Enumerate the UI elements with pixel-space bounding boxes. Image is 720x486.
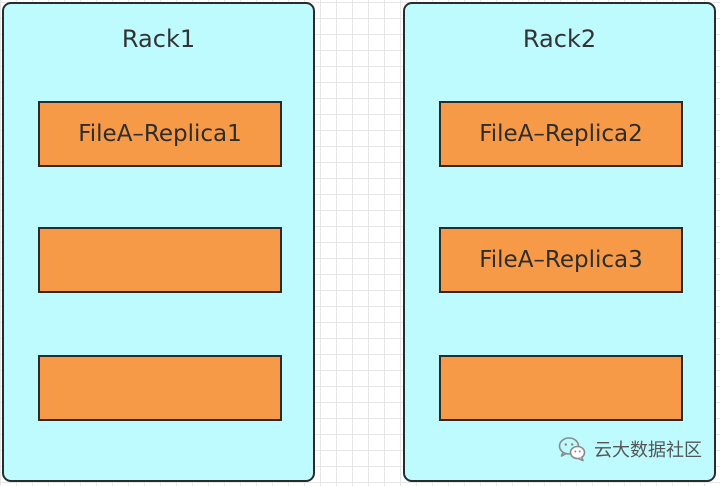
- rack-2: Rack2 FileA–Replica2 FileA–Replica3: [403, 2, 716, 482]
- block-replica-2: FileA–Replica2: [439, 101, 683, 167]
- block-replica-1: FileA–Replica1: [38, 101, 282, 167]
- rack-1: Rack1 FileA–Replica1: [2, 2, 315, 482]
- block-replica-3: FileA–Replica3: [439, 227, 683, 293]
- block-empty: [38, 355, 282, 421]
- watermark: 云大数据社区: [558, 436, 702, 462]
- watermark-text: 云大数据社区: [594, 440, 702, 461]
- rack-title: Rack1: [121, 25, 196, 53]
- rack-title: Rack2: [522, 25, 597, 53]
- wechat-icon: [558, 436, 586, 462]
- block-empty: [38, 227, 282, 293]
- block-empty: [439, 355, 683, 421]
